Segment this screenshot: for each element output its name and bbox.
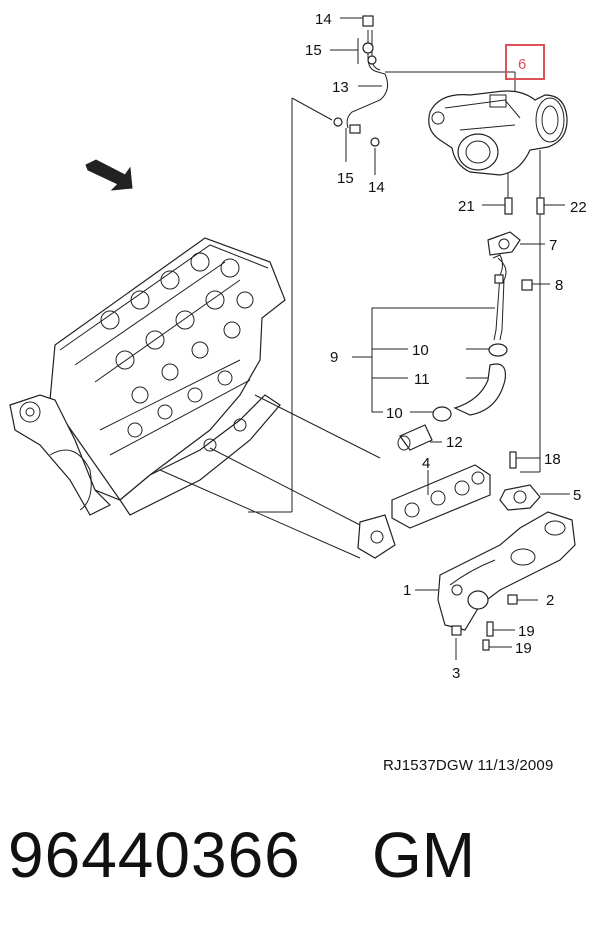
callout-4: 4 (422, 455, 430, 472)
callout-13: 13 (332, 79, 349, 96)
callout-19-lower: 19 (515, 640, 532, 657)
callout-3: 3 (452, 665, 460, 682)
callout-14-bottom: 14 (368, 179, 385, 196)
callout-12: 12 (446, 434, 463, 451)
studs-21-22 (504, 197, 545, 215)
exploded-parts-diagram: FRT (9, 11, 587, 682)
drawing-id-stamp: RJ1537DGW 11/13/2009 (383, 757, 554, 774)
callout-18: 18 (544, 451, 561, 468)
part-number: 96440366 (8, 819, 301, 891)
turbo-gasket-5 (499, 484, 541, 511)
callout-15-top: 15 (305, 42, 322, 59)
callout-9: 9 (330, 349, 338, 366)
front-direction-icon: FRT (85, 159, 133, 193)
callout-21: 21 (458, 198, 475, 215)
callout-14-top: 14 (315, 11, 332, 28)
callout-5: 5 (573, 487, 581, 504)
oil-return-pipe-drawing (397, 231, 533, 451)
callout-22: 22 (570, 199, 587, 216)
callout-8: 8 (555, 277, 563, 294)
callout-11: 11 (414, 371, 430, 388)
stud-18 (509, 451, 517, 469)
turbocharger-drawing (428, 90, 568, 176)
brand-name: GM (372, 819, 476, 891)
callout-1: 1 (403, 582, 411, 599)
callout-6: 6 (518, 56, 526, 73)
callout-2: 2 (546, 592, 554, 609)
callout-15-bottom: 15 (337, 170, 354, 187)
highlight-box-part-6 (505, 44, 545, 80)
callout-labels: 14 15 13 15 14 6 21 22 7 8 9 10 11 10 12… (305, 11, 587, 682)
callout-19-upper: 19 (518, 623, 535, 640)
callout-7: 7 (549, 237, 557, 254)
callout-10-upper: 10 (412, 342, 429, 359)
exhaust-manifold-drawing (437, 511, 576, 651)
manifold-gasket-drawing (357, 464, 491, 559)
callout-10-lower: 10 (386, 405, 403, 422)
engine-block-drawing (9, 237, 286, 516)
oil-feed-tube-drawing (333, 15, 389, 147)
